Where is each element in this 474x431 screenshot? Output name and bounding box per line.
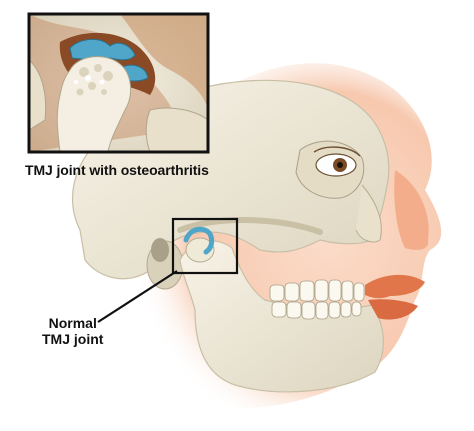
normal-tmj-label-line2: TMJ joint — [42, 331, 104, 347]
normal-tmj-label-line1: Normal — [48, 315, 97, 331]
normal-cartilage — [183, 226, 215, 255]
normal-tmj-label: Normal TMJ joint — [42, 315, 103, 347]
lips — [365, 274, 425, 320]
joint-inset-illustration — [27, 12, 210, 154]
zoom-box — [171, 217, 239, 275]
teeth — [269, 279, 365, 320]
inset-caption: TMJ joint with osteoarthritis — [25, 162, 209, 178]
leader-line — [97, 270, 178, 323]
